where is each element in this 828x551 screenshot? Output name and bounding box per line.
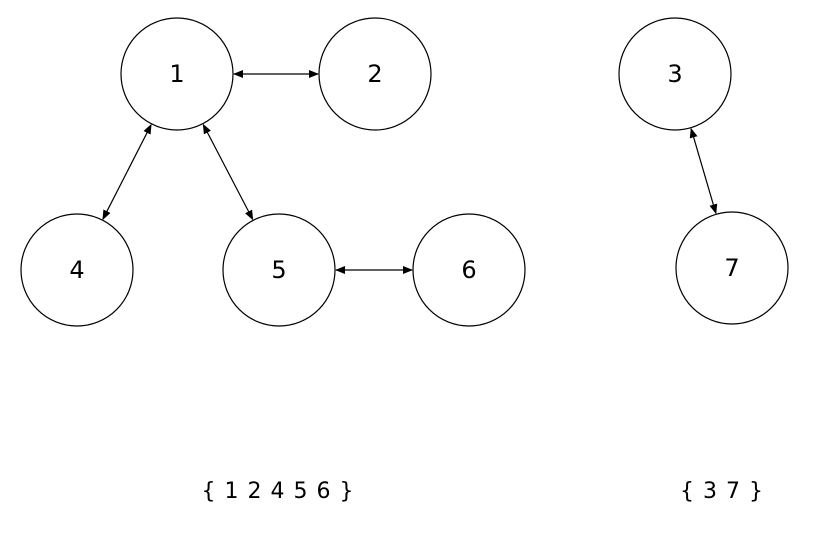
node-circle bbox=[412, 213, 526, 327]
node-label: 1 bbox=[169, 60, 184, 88]
node-7: 7 bbox=[675, 211, 789, 325]
node-label: 2 bbox=[367, 60, 382, 88]
node-label: 6 bbox=[461, 256, 476, 284]
edge-1-4 bbox=[102, 123, 152, 221]
node-6: 6 bbox=[412, 213, 526, 327]
nodes-layer: 1 2 3 4 5 6 7 bbox=[20, 17, 789, 327]
node-4: 4 bbox=[20, 213, 134, 327]
node-label: 7 bbox=[724, 254, 739, 282]
node-3: 3 bbox=[618, 17, 732, 131]
node-label: 4 bbox=[69, 256, 84, 284]
node-circle bbox=[20, 213, 134, 327]
node-1: 1 bbox=[120, 17, 234, 131]
edge-3-7 bbox=[689, 127, 718, 215]
edge-1-5 bbox=[202, 123, 254, 221]
node-label: 5 bbox=[271, 256, 286, 284]
component-set-label: { 1 2 4 5 6 } bbox=[201, 479, 355, 504]
node-circle bbox=[222, 213, 336, 327]
node-label: 3 bbox=[667, 60, 682, 88]
node-5: 5 bbox=[222, 213, 336, 327]
node-2: 2 bbox=[318, 17, 432, 131]
node-circle bbox=[120, 17, 234, 131]
edges-layer bbox=[102, 70, 718, 274]
component-set-label: { 3 7 } bbox=[680, 479, 764, 504]
node-circle bbox=[318, 17, 432, 131]
node-circle bbox=[675, 211, 789, 325]
node-circle bbox=[618, 17, 732, 131]
